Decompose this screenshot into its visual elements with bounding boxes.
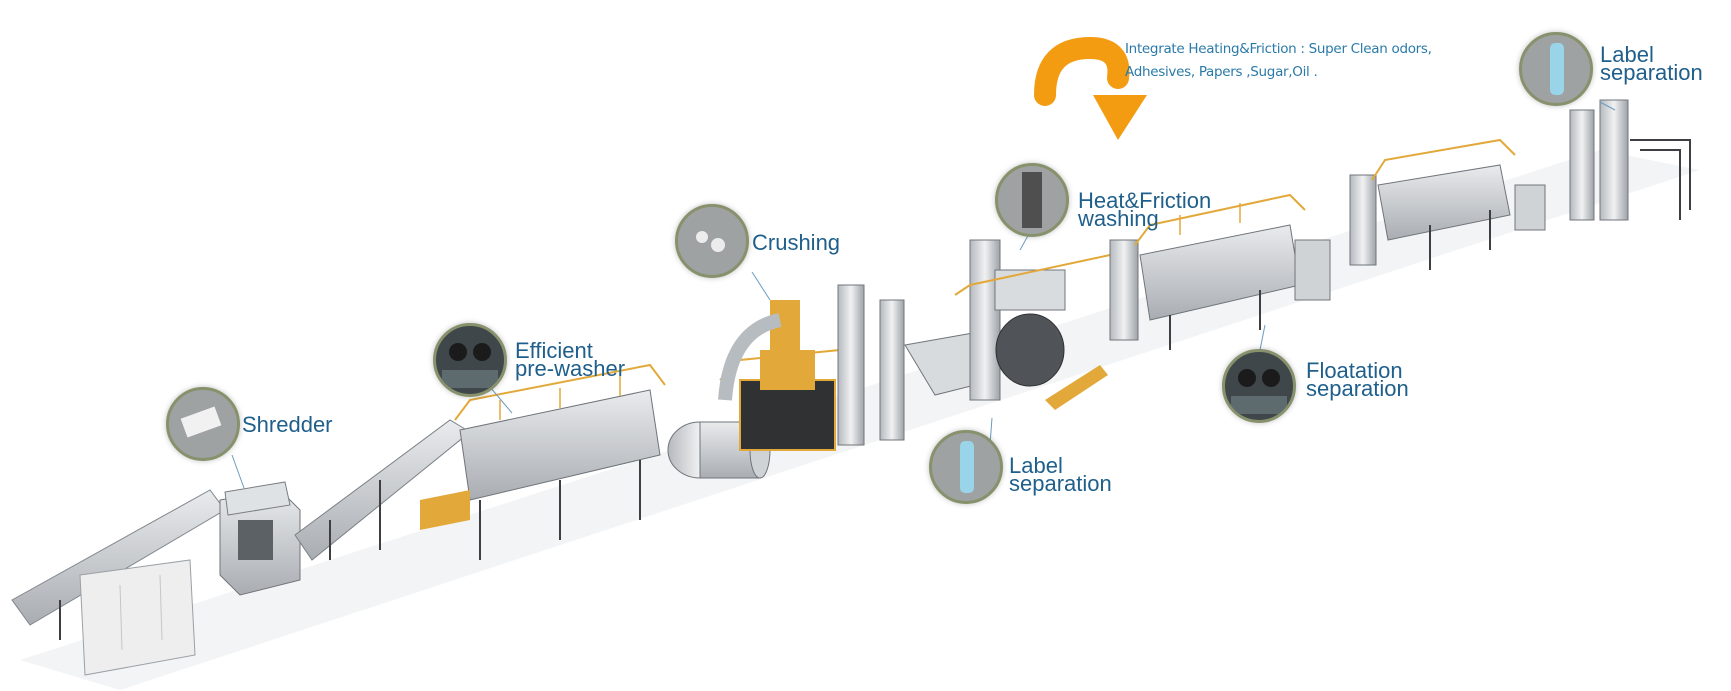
crusher-platform	[718, 300, 851, 451]
label-separation-top-line-1: Label	[1600, 42, 1654, 67]
label-separation-top-line-2: separation	[1600, 60, 1703, 85]
crushing-icon	[675, 204, 749, 278]
prewasher-label: Efficient pre-washer	[515, 338, 626, 381]
label-separation-icon-top	[1519, 32, 1593, 106]
label-separation-mid-line-1: Label	[1009, 453, 1063, 478]
prewasher-tank	[420, 363, 666, 560]
feature-note-line-2: Adhesives, Papers ,Sugar,Oil .	[1125, 64, 1318, 80]
prewasher-label-line-2: pre-washer	[515, 356, 626, 381]
label-separation-label-mid: Label separation	[1009, 453, 1112, 496]
heat-friction-label-line-1: Heat&Friction	[1078, 188, 1212, 213]
feed-conveyor	[11, 489, 226, 676]
heat-friction-tower	[954, 239, 1126, 410]
floatation-label-line-1: Floatation	[1306, 358, 1403, 383]
label-separation-label-top: Label separation	[1600, 42, 1703, 85]
prewasher-icon	[433, 323, 507, 397]
shredder-machine	[219, 481, 301, 596]
heat-friction-label-line-2: washing	[1078, 206, 1159, 231]
rinse-tank	[1349, 138, 1546, 270]
floatation-label-line-2: separation	[1306, 376, 1409, 401]
floatation-icon	[1222, 349, 1296, 423]
label-separation-icon	[929, 430, 1003, 504]
label-separation-mid-line-2: separation	[1009, 471, 1112, 496]
feature-note: Integrate Heating&Friction : Super Clean…	[1125, 38, 1432, 84]
shredder-icon	[166, 387, 240, 461]
heat-friction-icon	[995, 163, 1069, 237]
shredder-label: Shredder	[242, 412, 333, 437]
prewasher-label-line-1: Efficient	[515, 338, 593, 363]
label-separator-tower-right	[1569, 99, 1691, 221]
heat-friction-label: Heat&Friction washing	[1078, 188, 1212, 231]
orange-curved-arrow	[1034, 36, 1147, 140]
feature-note-line-1: Integrate Heating&Friction : Super Clean…	[1125, 41, 1432, 57]
floatation-label: Floatation separation	[1306, 358, 1409, 401]
crushing-label: Crushing	[752, 230, 841, 255]
floatation-tank	[1109, 193, 1331, 350]
